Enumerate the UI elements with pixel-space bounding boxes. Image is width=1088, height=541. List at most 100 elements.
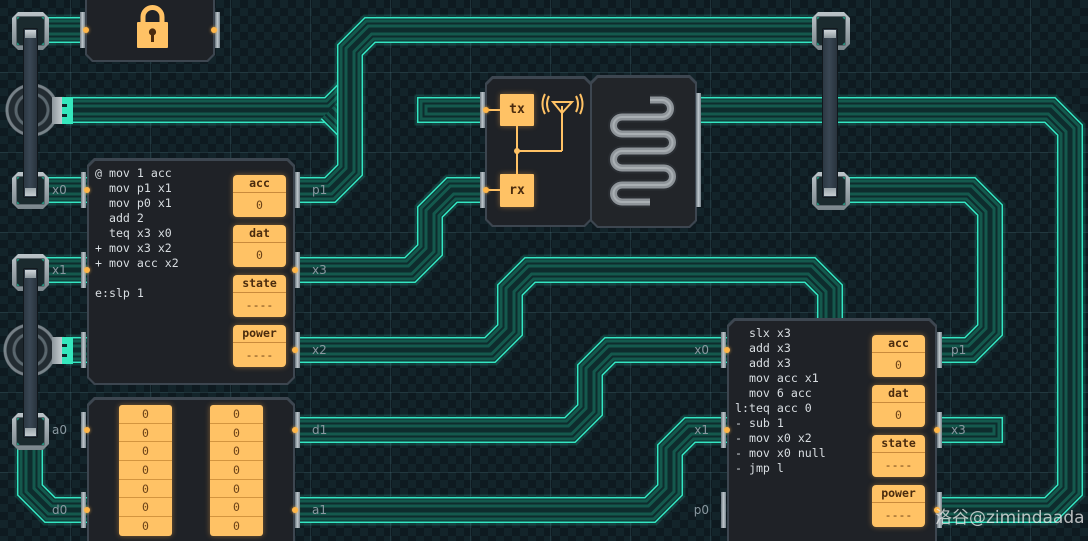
pin-label: a0 — [52, 423, 67, 437]
pin-mc2-x0[interactable] — [721, 332, 726, 368]
wire-x2-bus[interactable] — [297, 254, 846, 366]
register-value: 0 — [256, 248, 263, 262]
register-label: acc — [872, 335, 925, 353]
code-line: mov acc x1 — [735, 370, 819, 385]
wire-stroke — [695, 107, 1073, 513]
pin-label: p1 — [312, 183, 328, 197]
register-value: 0 — [895, 358, 902, 372]
microcontroller-2[interactable]: slx x3 add x3 add x3 mov acc x1 mov 6 ac… — [727, 318, 937, 541]
wire-stroke — [297, 267, 833, 353]
code-line: mov 6 acc — [735, 385, 812, 400]
wire-antenna-bus[interactable] — [695, 94, 1086, 526]
register-value: 0 — [256, 198, 263, 212]
antenna-icon — [543, 94, 583, 114]
ram-column-a: 0 0 0 0 0 0 0 — [119, 405, 172, 536]
pin-label: p0 — [693, 503, 709, 517]
wire-stroke — [297, 27, 830, 193]
ring-tab — [52, 337, 62, 364]
radio-module[interactable]: tx rx — [485, 76, 592, 227]
pin-ram-d0[interactable] — [81, 492, 86, 528]
pin-label: a1 — [312, 503, 327, 517]
pin-label: x3 — [312, 263, 327, 277]
register-value: ---- — [884, 508, 913, 522]
pin-lock-right[interactable] — [215, 12, 220, 48]
code-line: + mov acc x2 — [95, 255, 179, 270]
radio-circuit — [485, 76, 592, 227]
ram-module[interactable]: 0 0 0 0 0 0 0 0 0 0 0 0 0 0 — [87, 397, 295, 541]
lock-icon — [85, 0, 215, 62]
bridge-bar[interactable] — [822, 28, 838, 198]
code-line: - mov x0 null — [735, 445, 826, 460]
wire-d1-x0[interactable] — [297, 334, 730, 446]
pin-label: x0 — [52, 183, 67, 197]
wire-stroke — [297, 187, 488, 273]
pin-lock-left[interactable] — [80, 12, 85, 48]
microcontroller-1[interactable]: @ mov 1 acc mov p1 x1 mov p0 x1 add 2 te… — [87, 158, 295, 385]
pin-dot — [292, 427, 298, 433]
pin-mc1-x0[interactable] — [81, 172, 86, 208]
pin-mc2-p1[interactable] — [937, 332, 942, 368]
register-power: power ---- — [233, 325, 286, 367]
pin-label: x0 — [694, 343, 709, 357]
pin-label: x1 — [694, 423, 709, 437]
pin-mc1-x1[interactable] — [81, 252, 86, 288]
ram-cell: 0 — [210, 424, 263, 443]
pin-radio-rx[interactable] — [480, 172, 485, 208]
pin-ram-a0[interactable] — [81, 412, 86, 448]
pin-dot — [483, 187, 489, 193]
lock-module[interactable] — [85, 0, 215, 62]
ram-cell: 0 — [119, 461, 172, 480]
ring-tab — [52, 97, 62, 124]
pin-dot — [724, 427, 730, 433]
ring-port[interactable] — [62, 337, 73, 364]
wire-a1-x1[interactable] — [297, 414, 730, 526]
pin-dot — [84, 427, 90, 433]
register-acc: acc 0 — [872, 335, 925, 377]
ram-cell: 0 — [210, 442, 263, 461]
pin-label: d1 — [312, 423, 328, 437]
pin-mc2-x1[interactable] — [721, 412, 726, 448]
register-dat: dat 0 — [233, 225, 286, 267]
ram-cell: 0 — [119, 442, 172, 461]
code-line: mov p0 x1 — [95, 195, 172, 210]
pin-mc1-p1[interactable] — [295, 172, 300, 208]
wire-p1-bridge[interactable] — [840, 174, 1006, 366]
code-editor[interactable]: slx x3 add x3 add x3 mov acc x1 mov 6 ac… — [735, 326, 826, 476]
register-label: dat — [233, 225, 286, 243]
register-label: acc — [233, 175, 286, 193]
pin-dot — [292, 507, 298, 513]
ram-cell: 0 — [119, 498, 172, 517]
ring-port[interactable] — [62, 97, 73, 124]
pin-dot — [292, 267, 298, 273]
bridge-bar[interactable] — [23, 268, 38, 438]
pin-radio-tx[interactable] — [480, 92, 485, 128]
radio-antenna-panel — [590, 75, 697, 228]
ram-cell: 0 — [233, 519, 240, 534]
pin-mc2-p0[interactable] — [721, 492, 726, 528]
wire-stroke — [27, 440, 88, 513]
ram-cell: 0 — [210, 461, 263, 480]
register-state: state ---- — [872, 435, 925, 477]
code-line: e:slp 1 — [95, 285, 144, 300]
wire-ring-bus-up[interactable] — [66, 79, 361, 126]
wire-rx-x3[interactable] — [297, 174, 488, 286]
code-line: add 2 — [95, 210, 144, 225]
pin-label: x1 — [52, 263, 67, 277]
code-line: l:teq acc 0 — [735, 400, 812, 415]
wire-p1-junction[interactable] — [297, 14, 830, 206]
pin-radio-antenna[interactable] — [696, 93, 701, 207]
wire-d0-feed[interactable] — [14, 440, 88, 526]
code-line: mov p1 x1 — [95, 180, 172, 195]
ram-cell: 0 — [119, 405, 172, 424]
bridge-bar[interactable] — [23, 28, 38, 198]
pin-mc1-left-3[interactable] — [81, 332, 86, 368]
code-line: + mov x3 x2 — [95, 240, 172, 255]
code-line: slx x3 — [735, 325, 791, 340]
code-editor[interactable]: @ mov 1 acc mov p1 x1 mov p0 x1 add 2 te… — [95, 166, 179, 301]
pin-dot — [934, 507, 940, 513]
code-line — [95, 271, 179, 286]
pin-label: p1 — [951, 343, 967, 357]
ram-cell: 0 — [142, 519, 149, 534]
ram-cell: 0 — [119, 424, 172, 443]
